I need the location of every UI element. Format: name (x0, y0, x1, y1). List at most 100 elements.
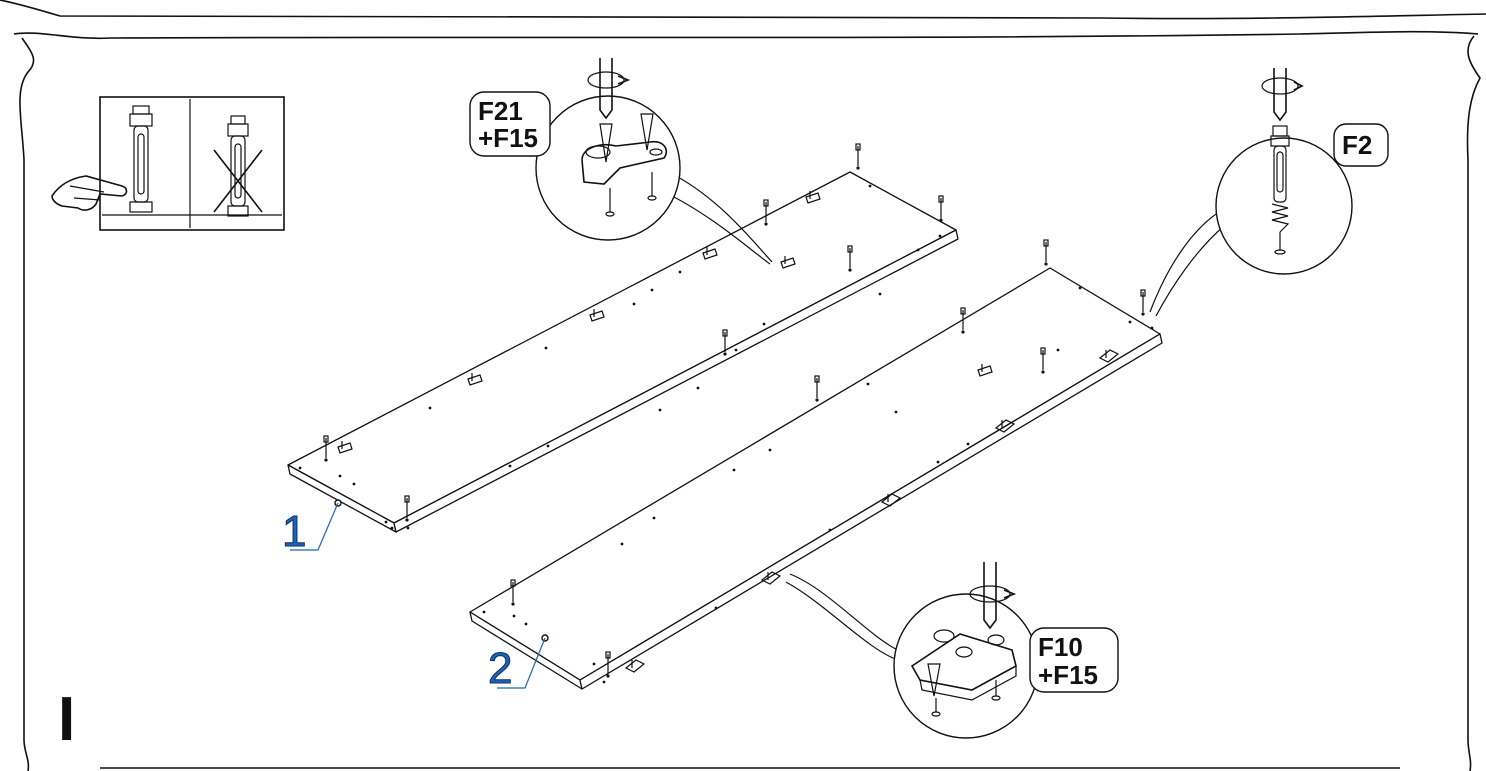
incorrect-dowel-icon (213, 115, 263, 217)
warning-box (51, 96, 285, 231)
drill-hole (1150, 326, 1154, 330)
screw-icon (599, 113, 654, 163)
drill-hole (620, 542, 624, 546)
drill-hole (390, 526, 394, 530)
drill-hole (1128, 320, 1132, 324)
fastener-code-f21: F21 (478, 96, 523, 126)
dowel-pin (960, 307, 966, 334)
cam-bracket-icon (581, 140, 668, 185)
drill-hole (524, 622, 528, 626)
cam-bracket (467, 373, 483, 386)
panel-1-dowels (323, 143, 944, 522)
cam-bracket (780, 256, 796, 269)
drill-hole (762, 322, 766, 326)
correct-dowel-icon (129, 105, 153, 213)
cam-bracket (805, 191, 821, 204)
drill-hole (338, 474, 342, 478)
drill-hole (658, 408, 662, 412)
dowel-pin (763, 199, 769, 226)
drill-hole (384, 520, 388, 524)
hinge-plate (880, 493, 902, 507)
dowel-pin (847, 245, 853, 272)
part-label-1: 1 (282, 507, 306, 556)
part-label-2: 2 (488, 644, 512, 693)
drill-hole (1078, 286, 1082, 290)
drill-hole (406, 526, 410, 530)
drill-hole (868, 184, 872, 188)
dowel-pin (814, 375, 820, 402)
hinge-plate (760, 571, 782, 585)
panel-1 (287, 143, 959, 533)
pointing-hand-icon (51, 175, 128, 211)
dowel-pin (1043, 239, 1049, 266)
fastener-code-f2: F2 (1342, 130, 1372, 160)
detail-dowel: F2 (1149, 68, 1389, 317)
hinge-plate (624, 659, 646, 673)
dowel-bolt-icon (1270, 125, 1290, 233)
drill-hole (828, 528, 832, 532)
dowel-pin (605, 651, 611, 678)
dowel-pin (510, 579, 516, 606)
drill-hole (936, 460, 940, 464)
drill-hole (298, 466, 302, 470)
drill-hole (696, 386, 700, 390)
drill-hole (428, 406, 432, 410)
panel-2-holes (482, 286, 1154, 684)
drill-hole (866, 382, 870, 386)
hinge-plate (1098, 349, 1120, 363)
detail-cam-bracket: F21 +F15 (469, 58, 773, 265)
drill-hole (734, 348, 738, 352)
detail-hinge-plate: F10 +F15 (785, 562, 1119, 739)
drill-hole (650, 288, 654, 292)
panel-1-cam-brackets (337, 191, 821, 454)
fastener-code-f15-a: +F15 (478, 123, 538, 153)
cam-bracket (589, 309, 605, 322)
drill-hole (938, 234, 942, 238)
dowel-pin (323, 435, 329, 462)
drill-hole (652, 516, 656, 520)
cam-bracket (977, 364, 993, 377)
drill-hole (632, 302, 636, 306)
drill-hole (512, 614, 516, 618)
screwdriver-icon (1261, 68, 1304, 122)
cam-bracket (702, 247, 718, 260)
dowel-pin (938, 195, 944, 222)
dowel-pin (855, 143, 861, 170)
drill-hole (352, 482, 356, 486)
part-label-1-group: 1 (282, 499, 342, 557)
step-number: I (58, 685, 75, 754)
drill-hole (732, 468, 736, 472)
drill-hole (678, 270, 682, 274)
drill-hole (544, 346, 548, 350)
screwdriver-icon (969, 562, 1017, 630)
drill-hole (768, 448, 772, 452)
drill-hole (878, 292, 882, 296)
panel-2 (469, 239, 1163, 690)
dowel-pin (1040, 347, 1046, 374)
drill-hole (602, 680, 606, 684)
drill-hole (1056, 348, 1060, 352)
fastener-code-f15-b: +F15 (1038, 660, 1098, 690)
fastener-code-f10: F10 (1038, 632, 1083, 662)
part-label-2-group: 2 (488, 634, 549, 694)
drill-hole (966, 442, 970, 446)
dowel-pin (1140, 289, 1146, 316)
panel-1-holes (298, 184, 942, 530)
cam-bracket (337, 441, 353, 454)
screw-icon (927, 663, 941, 697)
dowel-pin (722, 329, 728, 356)
drill-hole (894, 410, 898, 414)
panel-2-hinge-plates (624, 349, 1120, 673)
dowel-pin (404, 495, 410, 522)
screwdriver-icon (587, 58, 631, 120)
hinge-plate (994, 419, 1016, 433)
hinge-plate-icon (910, 629, 1017, 701)
drill-hole (714, 606, 718, 610)
drill-hole (592, 662, 596, 666)
drill-hole (916, 248, 920, 252)
drill-hole (508, 464, 512, 468)
drill-hole (482, 610, 486, 614)
panel-2-dowels (510, 239, 1146, 678)
